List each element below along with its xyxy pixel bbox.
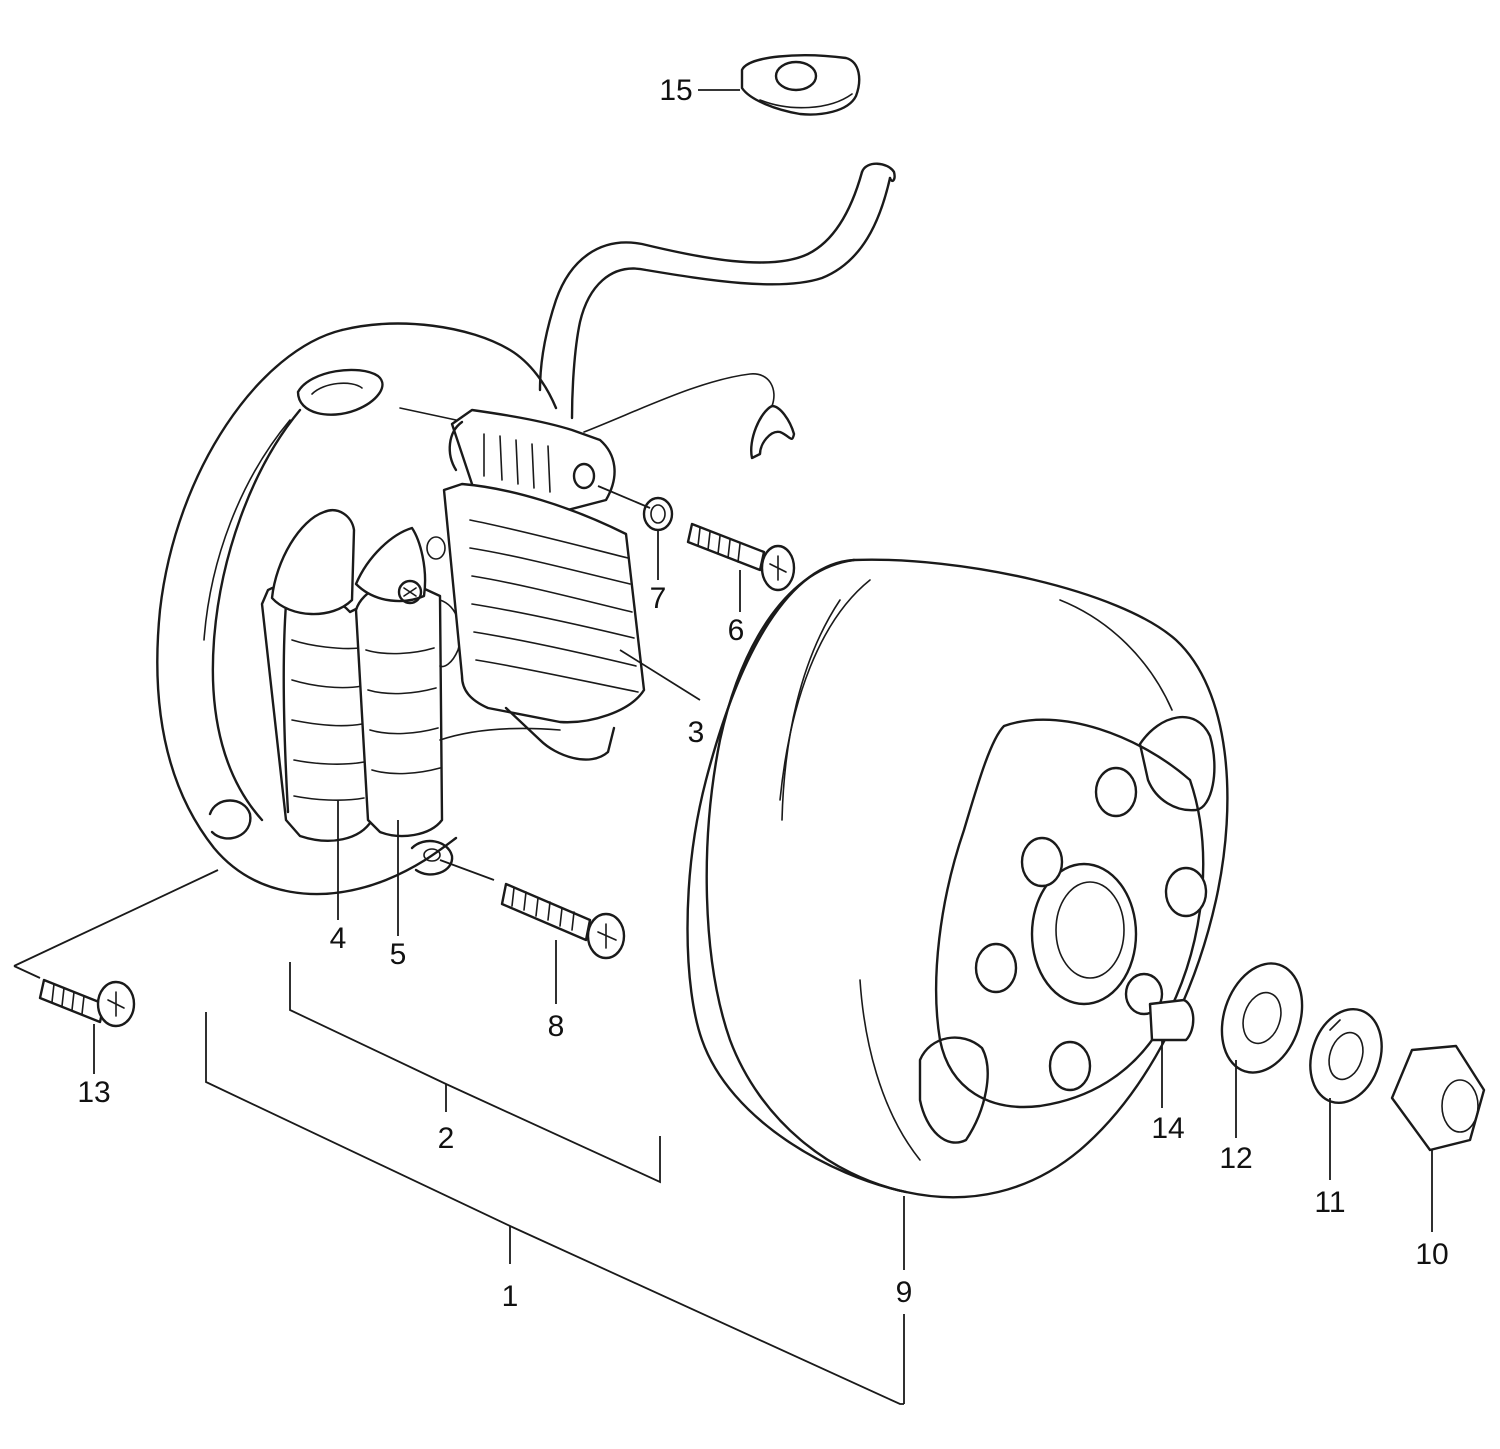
label-part-13: 13 (77, 1076, 110, 1109)
label-part-4: 4 (330, 922, 347, 955)
flywheel-rotor (686, 558, 1229, 1199)
screw-part-8 (500, 882, 626, 960)
label-part-7: 7 (650, 582, 667, 615)
grommet-part (740, 54, 861, 116)
label-part-1: 1 (502, 1280, 519, 1313)
part-labels: 1 2 3 4 5 6 7 8 9 10 11 12 13 14 15 (77, 74, 1448, 1313)
label-part-12: 12 (1219, 1142, 1252, 1175)
label-part-14: 14 (1151, 1112, 1184, 1145)
label-part-6: 6 (728, 614, 745, 647)
screw-part-13 (38, 978, 136, 1028)
flywheel-bolt-holes (974, 766, 1208, 1092)
lock-washer-part-7 (642, 496, 674, 532)
label-part-2: 2 (438, 1122, 455, 1155)
woodruff-key-part-14 (1148, 998, 1195, 1042)
screw-part-6 (686, 522, 796, 592)
label-part-9: 9 (896, 1276, 913, 1309)
label-part-10: 10 (1415, 1238, 1448, 1271)
coil-part-4 (260, 509, 374, 842)
spring-washer-part-11 (1309, 1007, 1383, 1105)
washer-part-12 (1220, 962, 1304, 1074)
coil-part-3 (439, 408, 646, 761)
nut-part-10 (1390, 1044, 1486, 1152)
wire-harness (538, 162, 896, 460)
label-part-11: 11 (1314, 1186, 1345, 1219)
stator-plate (156, 322, 558, 896)
label-part-3: 3 (688, 716, 705, 749)
label-part-8: 8 (548, 1010, 565, 1043)
leader-lines (13, 89, 1433, 1405)
label-part-5: 5 (390, 938, 407, 971)
coil-part-5 (354, 526, 462, 838)
label-part-15: 15 (659, 74, 692, 107)
